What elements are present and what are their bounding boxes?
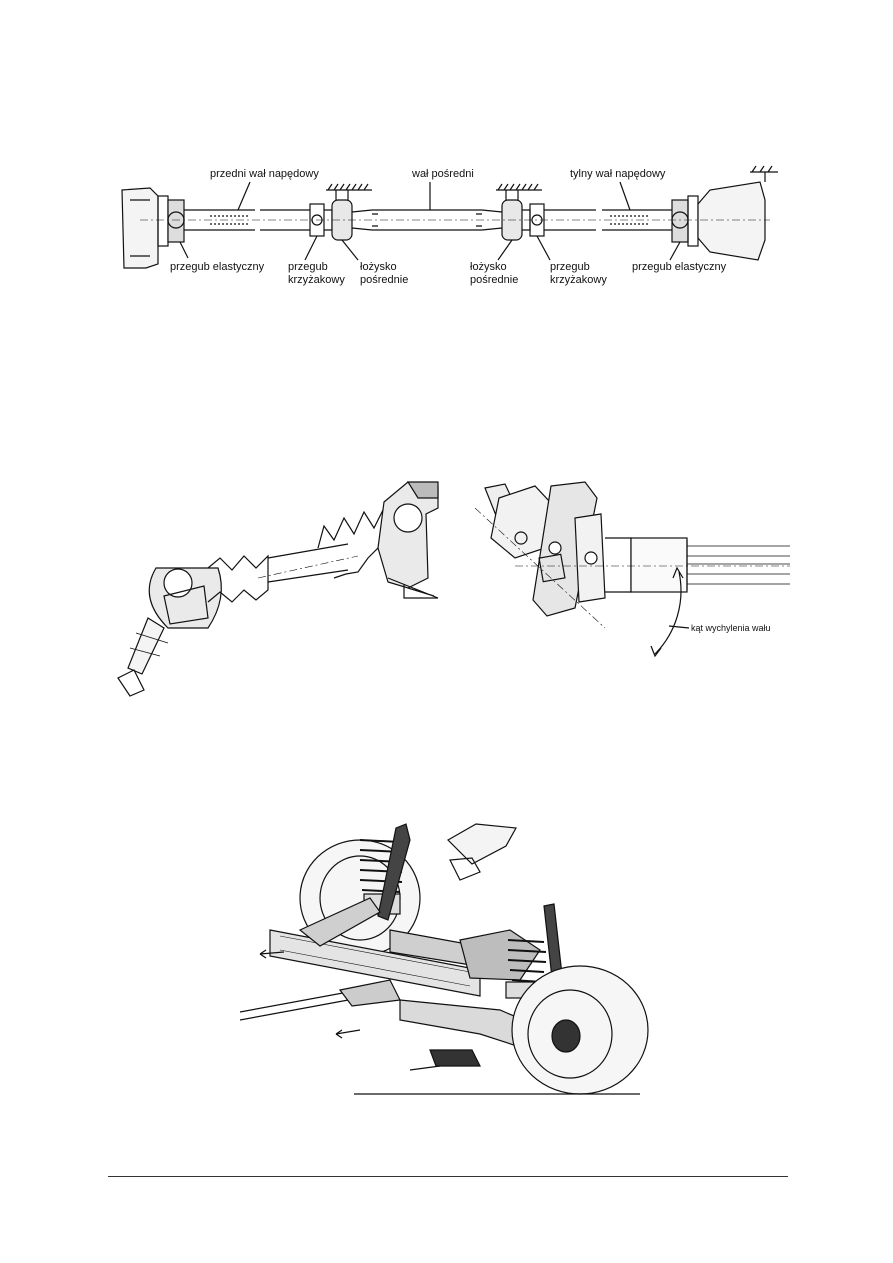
right-cross-joint-label-1: przegub (550, 261, 590, 273)
left-cross-joint-label-1: przegub (288, 261, 328, 273)
cv-joint-section (108, 478, 448, 710)
left-elastic-joint-label: przegub elastyczny (170, 261, 265, 273)
drive-shaft-diagram: przedni wał napędowy wał pośredni tylny … (110, 160, 790, 295)
right-bearing-label-2: pośrednie (470, 274, 519, 286)
universal-joint-drawing (474, 481, 790, 658)
right-bearing-label-1: łożysko (470, 261, 507, 273)
drive-shaft-drawing (121, 165, 778, 269)
rear-suspension-illustration (239, 820, 660, 1100)
rear-shaft-label: tylny wał napędowy (570, 168, 666, 180)
universal-joint-angle: kąt wychylenia wału (455, 478, 790, 668)
right-cross-joint-label-2: krzyżakowy (550, 274, 607, 286)
footer-rule (108, 1176, 788, 1177)
shaft-angle-label: kąt wychylenia wału (691, 623, 771, 633)
middle-shaft-label: wał pośredni (412, 168, 474, 180)
left-bearing-label-1: łożysko (360, 261, 397, 273)
left-cross-joint-label-2: krzyżakowy (288, 274, 345, 286)
front-shaft-label: przedni wał napędowy (210, 168, 319, 180)
cv-joint-drawing (117, 481, 439, 697)
left-bearing-label-2: pośrednie (360, 274, 409, 286)
suspension-drawing (239, 823, 649, 1095)
right-elastic-joint-label: przegub elastyczny (632, 261, 727, 273)
